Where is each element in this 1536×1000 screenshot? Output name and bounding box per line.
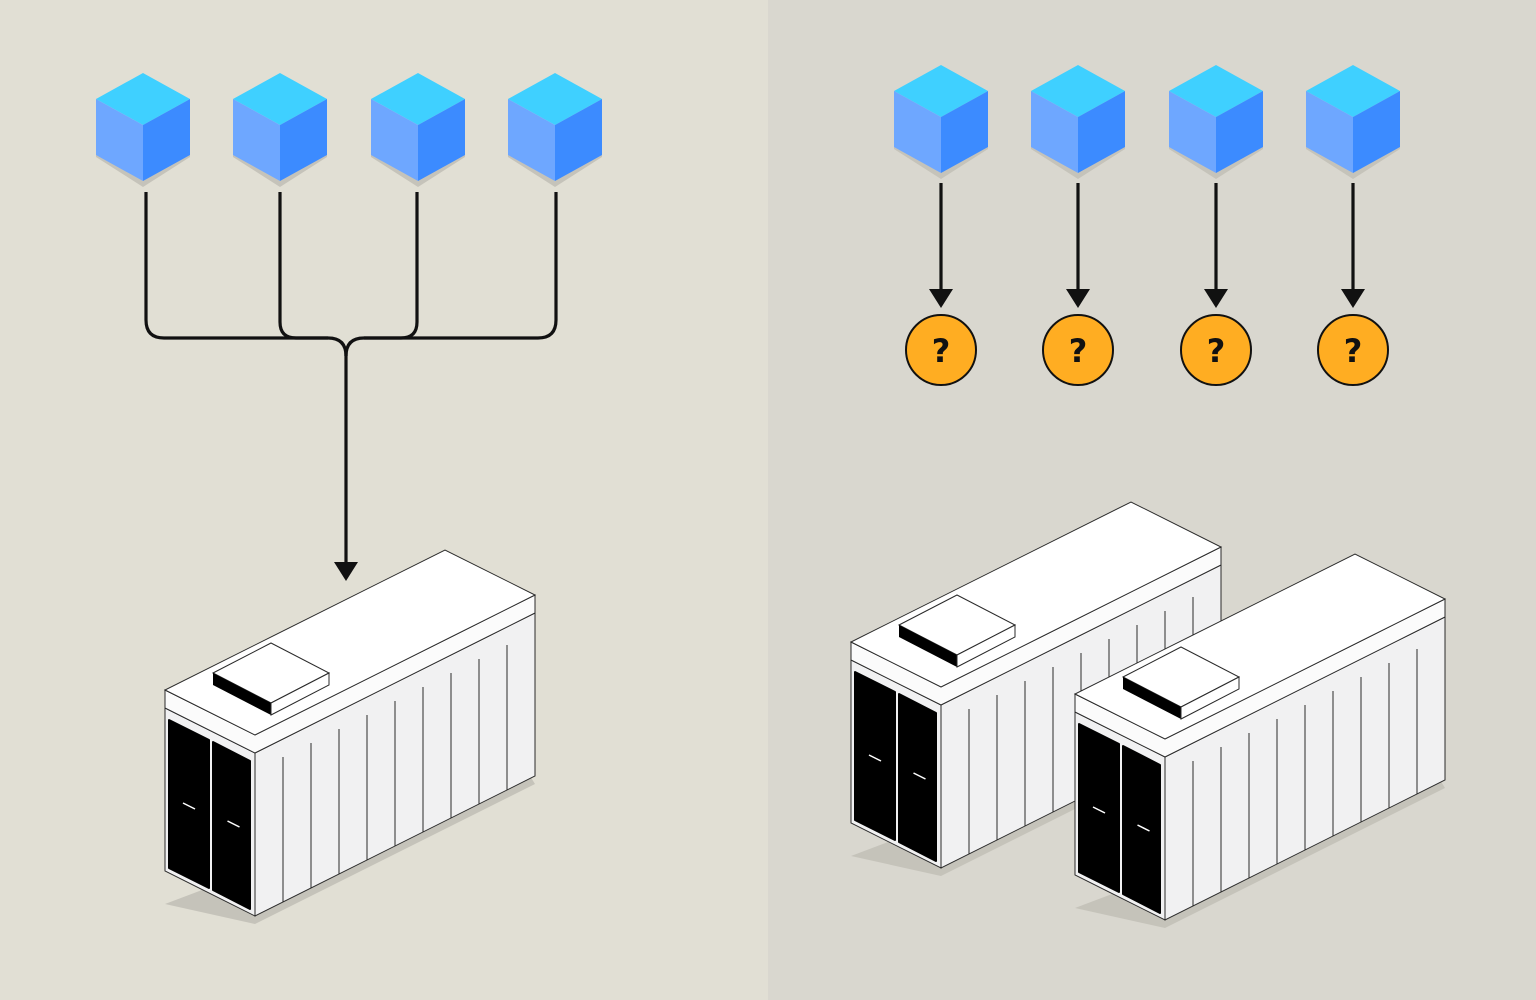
cube-right-face	[418, 99, 465, 181]
cube-right-face	[1216, 91, 1263, 173]
question-badge-4: ?	[1317, 314, 1389, 386]
cube-right-face	[280, 99, 327, 181]
arrow-head-1	[929, 289, 953, 308]
question-mark: ?	[1344, 332, 1363, 370]
server-door-1	[1078, 723, 1120, 893]
cube-left-face	[508, 99, 555, 181]
merged-arrow-head	[334, 562, 358, 581]
question-circle	[1042, 314, 1114, 386]
cube-right-face	[143, 99, 190, 181]
question-circle	[1317, 314, 1389, 386]
cube-left-face	[1169, 91, 1216, 173]
cube-left-face	[371, 99, 418, 181]
cube-right-4	[1306, 65, 1400, 179]
connector-line-1	[144, 192, 348, 357]
server-door-2	[898, 693, 937, 862]
cube-left-face	[1306, 91, 1353, 173]
door-handle	[1137, 824, 1150, 832]
arrow-head-2	[1066, 289, 1090, 308]
arrow-head-3	[1204, 289, 1228, 308]
cube-left-face	[1031, 91, 1078, 173]
cube-right-face	[1353, 91, 1400, 173]
door-handle	[1092, 806, 1106, 814]
roof-unit-front	[1123, 677, 1181, 719]
cube-left-2	[233, 73, 327, 187]
question-mark: ?	[1069, 332, 1088, 370]
question-circle	[905, 314, 977, 386]
cube-right-face	[941, 91, 988, 173]
cube-right-2	[1031, 65, 1125, 179]
merge-connector	[144, 192, 558, 562]
cube-right-1	[894, 65, 988, 179]
cube-left-face	[96, 99, 143, 181]
connector-line-4	[344, 192, 558, 357]
question-badge-row: ????	[905, 314, 1389, 386]
roof-unit-front	[899, 625, 957, 667]
cube-left-3	[371, 73, 465, 187]
question-badge-2: ?	[1042, 314, 1114, 386]
door-handle	[182, 802, 196, 810]
cube-left-1	[96, 73, 190, 187]
cube-left-4	[508, 73, 602, 187]
server-rack-right-front	[1073, 553, 1447, 928]
door-handle	[227, 820, 240, 828]
question-mark: ?	[1207, 332, 1226, 370]
question-badge-3: ?	[1180, 314, 1252, 386]
server-rack-left	[163, 549, 537, 924]
left-cube-row	[96, 73, 602, 187]
right-arrow-row	[929, 183, 1365, 308]
question-badge-1: ?	[905, 314, 977, 386]
door-handle	[868, 754, 882, 762]
server-door-1	[854, 671, 896, 841]
right-cube-row	[894, 65, 1400, 179]
right-panel: ????	[849, 65, 1447, 928]
question-mark: ?	[932, 332, 951, 370]
cube-right-face	[1078, 91, 1125, 173]
roof-unit-side	[1180, 676, 1240, 720]
cube-right-3	[1169, 65, 1263, 179]
cube-left-face	[894, 91, 941, 173]
cube-left-face	[233, 99, 280, 181]
roof-unit-side	[956, 624, 1016, 668]
server-door-2	[1122, 745, 1161, 914]
connector-line-2	[278, 192, 328, 340]
door-handle	[913, 772, 926, 780]
roof-unit-front	[213, 673, 271, 715]
server-door-2	[212, 741, 251, 910]
question-circle	[1180, 314, 1252, 386]
left-panel	[96, 73, 602, 924]
arrow-head-4	[1341, 289, 1365, 308]
cube-right-face	[555, 99, 602, 181]
server-door-1	[168, 719, 210, 889]
roof-unit-side	[270, 672, 330, 716]
